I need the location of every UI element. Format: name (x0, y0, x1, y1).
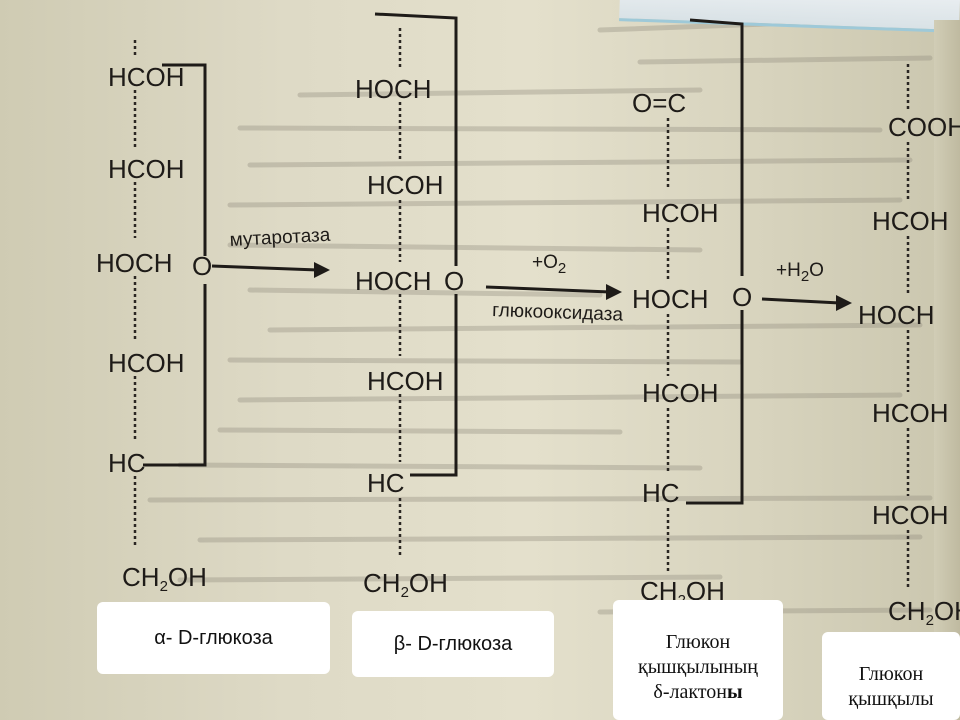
lactone-c4-group: HCOH (642, 378, 719, 408)
alpha-glucose-caption-box: α- D-глюкоза (97, 602, 330, 674)
lactone-structure: O=C HCOH HOCH HCOH HC CH2OH O (632, 88, 752, 609)
alpha-c5-group: HC (108, 448, 146, 478)
beta-c2-group: HCOH (367, 170, 444, 200)
acid-caption-line1: Глюкон (858, 663, 924, 685)
lactone-caption-line1: Глюкон (665, 631, 731, 653)
gluconic-acid-structure: COOH HCOH HOCH HCOH HCOH CH2OH (858, 112, 960, 629)
alpha-c1-group: HCOH (108, 62, 185, 92)
alpha-c2-group: HCOH (108, 154, 185, 184)
beta-glucose-structure: HOCH HCOH HOCH HCOH HC CH2OH O (355, 74, 464, 601)
lactone-c1-group: O=C (632, 88, 686, 118)
mutarotase-label: мутаротаза (229, 225, 331, 251)
reaction-arrows (211, 262, 852, 311)
beta-glucose-caption-box: β- D-глюкоза (352, 611, 554, 677)
alpha-c6-group: CH2OH (122, 562, 207, 595)
lactone-caption-box: Глюкон қышқылының δ-лактоны (613, 600, 783, 720)
acid-c4-group: HCOH (872, 398, 949, 428)
acid-c6-group: CH2OH (888, 596, 960, 629)
beta-c4-group: HCOH (367, 366, 444, 396)
oxygen-reagent-label: +O2 (532, 252, 566, 277)
beta-c5-group: HC (367, 468, 405, 498)
ring-brackets (143, 12, 744, 505)
lactone-c3-group: HOCH (632, 284, 709, 314)
water-reagent-label: +H2O (776, 260, 824, 285)
glucose-oxidase-label: глюкооксидаза (492, 300, 624, 326)
lactone-c5-group: HC (642, 478, 680, 508)
acid-c5-group: HCOH (872, 500, 949, 530)
alpha-glucose-caption: α- D-глюкоза (154, 627, 273, 649)
beta-c1-group: HOCH (355, 74, 432, 104)
lactone-c2-group: HCOH (642, 198, 719, 228)
lactone-ring-oxygen: O (732, 282, 752, 312)
beta-glucose-caption: β- D-глюкоза (393, 633, 513, 655)
acid-c1-group: COOH (888, 112, 960, 142)
alpha-glucose-structure: HCOH HCOH HOCH HCOH HC CH2OH O (96, 62, 212, 595)
alpha-ring-oxygen: O (192, 251, 212, 281)
alpha-c3-group: HOCH (96, 248, 173, 278)
page-right-edge (934, 20, 960, 720)
carbon-chain-bonds (133, 28, 910, 590)
beta-c6-group: CH2OH (363, 568, 448, 601)
beta-ring-oxygen: O (444, 266, 464, 296)
beta-c3-group: HOCH (355, 266, 432, 296)
acid-c2-group: HCOH (872, 206, 949, 236)
lactone-caption-line2: қышқылының (638, 656, 758, 678)
lactone-caption-prefix: δ-лактон (653, 681, 727, 703)
gluconic-acid-caption-box: Глюкон қышқылы (822, 632, 960, 720)
acid-c3-group: HOCH (858, 300, 935, 330)
acid-caption-line2: қышқылы (848, 688, 934, 710)
alpha-c4-group: HCOH (108, 348, 185, 378)
lactone-caption-suffix: ы (726, 681, 743, 703)
lactone-caption-line3: δ-лактоны (613, 680, 783, 705)
